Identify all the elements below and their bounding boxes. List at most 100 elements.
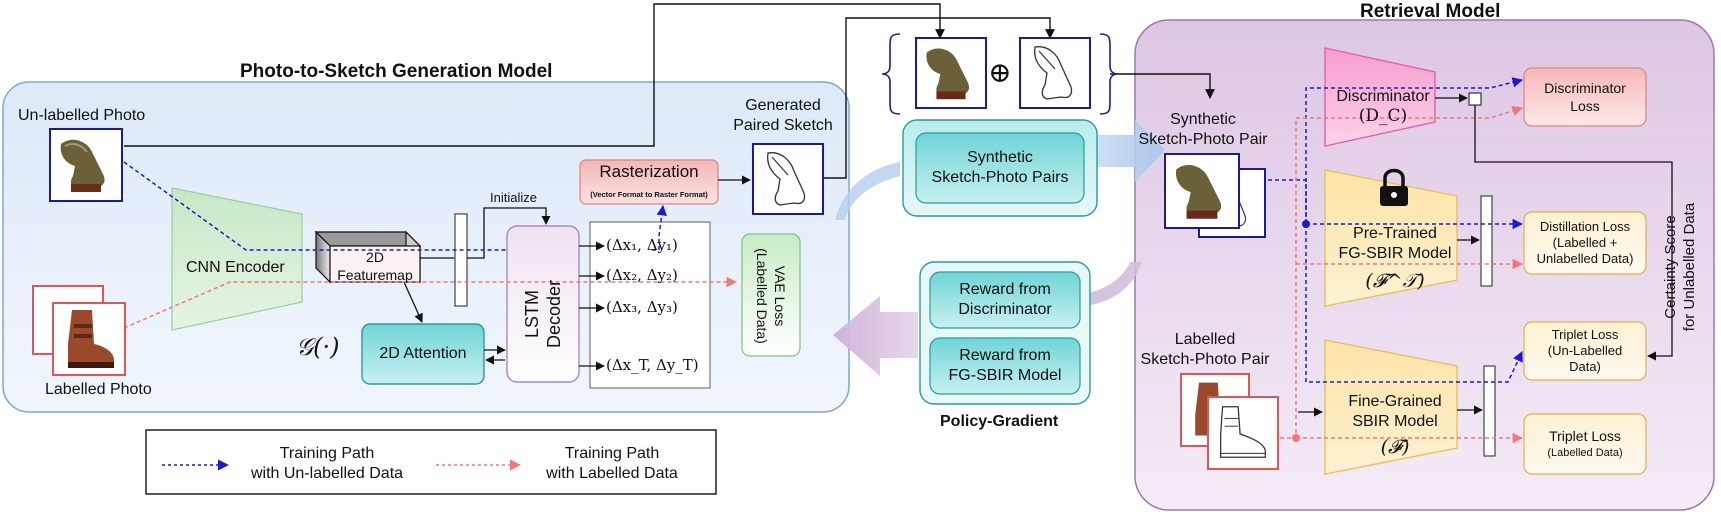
reward-discriminator-box <box>929 271 1081 329</box>
reward-fgsbir-line: FG-SBIR Model <box>948 367 1062 384</box>
sketch-to-synthetic-swoosh <box>835 162 900 220</box>
vae-loss-label: VAE Loss (Labelled Data) <box>753 236 789 356</box>
featuremap-label: 2D Featuremap <box>330 248 420 284</box>
shoe-sketch-icon <box>766 152 806 206</box>
boot-sketch-icon <box>1220 406 1266 458</box>
synthetic-pairs-line: Synthetic <box>967 149 1033 166</box>
discriminator-label: Discriminator <box>1336 88 1430 105</box>
triplet-unlabelled-line: (Un-Labelled <box>1547 343 1623 358</box>
stroke-output-box <box>589 221 711 389</box>
legend-box <box>145 429 717 495</box>
rasterization-sublabel: (Vector Format to Raster Format) <box>590 190 708 199</box>
rasterization-label: Rasterization <box>599 162 699 181</box>
lstm-decoder <box>506 225 580 383</box>
labelled-pair-sketch <box>1207 396 1279 470</box>
finegrained-embedding <box>1483 365 1496 457</box>
triplet-labelled-box <box>1523 413 1647 475</box>
labelled-photo-label: Labelled Photo <box>45 381 152 398</box>
stroke-output-2: (Δx₂, Δy₂) <box>606 266 678 284</box>
synthetic-pairs-line: Sketch-Photo Pairs <box>931 169 1069 186</box>
attention-label: 2D Attention <box>379 345 467 362</box>
generated-sketch-label: Generated Paired Sketch <box>718 96 848 136</box>
labelled-photo-front <box>52 302 126 376</box>
pretrained-label: Pre-Trained FG-SBIR Model <box>1325 224 1465 264</box>
vae-loss-line: (Labelled Data) <box>754 248 770 344</box>
left-brace <box>881 33 901 115</box>
labelled-pair-line: Sketch-Photo Pair <box>1140 351 1270 368</box>
pretrained-sbir-trapezoid <box>1324 169 1458 307</box>
generated-sketch-line: Generated <box>745 97 821 114</box>
featuremap-label-line: Featuremap <box>337 267 413 283</box>
distillation-loss-label: Distillation Loss (Labelled + Unlabelled… <box>1524 212 1646 274</box>
rasterization-box <box>579 159 719 205</box>
labelled-pair-line: Labelled <box>1174 331 1236 348</box>
vae-loss-box <box>741 233 801 357</box>
triplet-unlabelled-line: Data) <box>1569 359 1601 374</box>
synthetic-pairs-inner <box>915 132 1085 204</box>
synthetic-pair-label: Synthetic Sketch-Photo Pair <box>1128 110 1278 150</box>
retrieval-to-reward-swoosh <box>1084 262 1142 306</box>
certainty-line: for Unlabelled Data <box>1681 202 1698 332</box>
synthetic-pair-line: Sketch-Photo Pair <box>1138 131 1268 148</box>
distillation-loss-box <box>1523 211 1647 275</box>
finegrained-symbol: (𝓕) <box>1380 436 1410 458</box>
generator-symbol: 𝒢(·) <box>296 333 340 361</box>
stroke-output-3: (Δx₃, Δy₃) <box>606 298 678 316</box>
distillation-loss-line: (Labelled + <box>1552 235 1618 250</box>
triplet-unlabelled-box <box>1523 321 1647 381</box>
distillation-loss-line: Distillation Loss <box>1539 219 1631 234</box>
finegrained-line: Fine-Grained <box>1348 393 1442 410</box>
triplet-labelled-line: (Labelled Data) <box>1547 447 1623 459</box>
pair-sketch <box>1019 37 1091 109</box>
legend-blue-line: Training Path <box>279 445 375 462</box>
unlabelled-photo-label: Un-labelled Photo <box>18 107 146 124</box>
legend-red-line: Training Path <box>564 445 660 462</box>
shoe-photo-icon <box>60 139 105 192</box>
finegrained-sbir-trapezoid <box>1324 339 1458 475</box>
reward-discriminator-label: Reward from Discriminator <box>930 272 1080 328</box>
lstm-decoder-label: LSTM Decoder <box>522 279 564 349</box>
unlabelled-photo-route <box>124 3 945 147</box>
reward-fgsbir-line: Reward from <box>959 347 1051 364</box>
generated-sketch-line: Paired Sketch <box>733 117 833 134</box>
generation-model-title: Photo-to-Sketch Generation Model <box>240 61 553 82</box>
synthetic-to-retrieval-arrow <box>1093 120 1165 182</box>
reward-fgsbir-label: Reward from FG-SBIR Model <box>930 338 1080 394</box>
pretrained-symbol: (𝓕^𝒯) <box>1365 270 1425 292</box>
generated-sketch <box>752 143 824 215</box>
discriminator-loss-label: Discriminator Loss <box>1524 68 1646 126</box>
shoe-photo-icon <box>926 48 970 100</box>
lock-icon <box>1380 168 1408 206</box>
pretrained-line: Pre-Trained <box>1353 225 1437 242</box>
synthetic-photo-front <box>1164 153 1240 229</box>
discriminator-loss-line: Loss <box>1570 98 1600 114</box>
synthetic-pairs-label: Synthetic Sketch-Photo Pairs <box>916 133 1084 203</box>
initialize-label: Initialize <box>490 190 537 205</box>
disc-output-node <box>1468 92 1482 106</box>
stroke-output-1: (Δx₁, Δy₁) <box>606 236 678 254</box>
right-brace <box>1099 33 1119 115</box>
cnn-encoder <box>171 187 303 331</box>
policy-gradient-label: Policy-Gradient <box>940 413 1059 430</box>
discriminator-loss-box <box>1523 67 1647 127</box>
discriminator-trapezoid <box>1324 47 1436 147</box>
boot-photo-icon <box>68 310 114 368</box>
stroke-output-t: (Δx_T, Δy_T) <box>606 356 699 374</box>
shoe-photo-icon <box>1175 165 1222 219</box>
triplet-unlabelled-label: Triplet Loss (Un-Labelled Data) <box>1524 322 1646 380</box>
finegrained-label: Fine-Grained SBIR Model <box>1325 392 1465 432</box>
reward-to-generator-arrow <box>833 296 918 376</box>
reward-discriminator-line: Discriminator <box>958 301 1052 318</box>
featuremap-label-line: 2D <box>366 249 384 265</box>
reward-fgsbir-box <box>929 337 1081 395</box>
unlabelled-photo <box>49 128 123 202</box>
generated-sketch-route <box>812 17 1055 179</box>
legend-red-line: with Labelled Data <box>546 465 678 482</box>
labelled-pair-label: Labelled Sketch-Photo Pair <box>1130 330 1280 370</box>
legend-red-label: Training Path with Labelled Data <box>524 444 700 484</box>
vae-loss-line: VAE Loss <box>772 265 788 327</box>
legend-blue-line: with Un-labelled Data <box>250 465 404 482</box>
featuremap-cuboid <box>314 230 422 284</box>
triplet-labelled-label: Triplet Loss (Labelled Data) <box>1524 414 1646 474</box>
